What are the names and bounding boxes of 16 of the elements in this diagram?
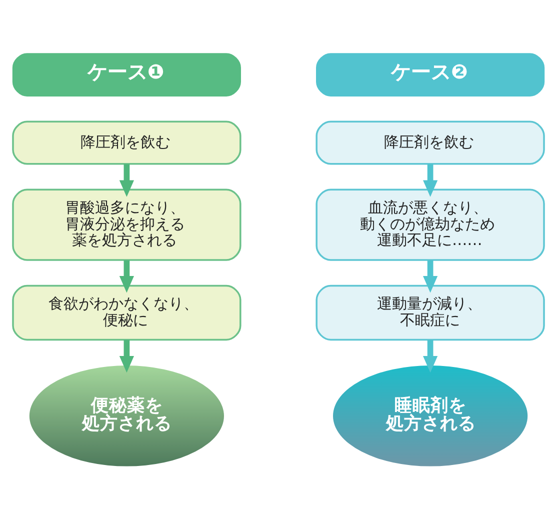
node-box: ケース❶ bbox=[12, 52, 241, 96]
node-box: 胃酸過多になり、胃液分泌を抑える薬を処方される bbox=[12, 188, 242, 260]
arrow bbox=[423, 164, 438, 196]
node-box: 食欲がわかなくなり、便秘に bbox=[12, 284, 242, 340]
node-box: 降圧剤を飲む bbox=[12, 120, 242, 164]
node-box: 血流が悪くなり、動くのが億劫なため運動不足に…… bbox=[316, 188, 545, 260]
node-box: 降圧剤を飲む bbox=[316, 120, 545, 164]
arrow bbox=[423, 339, 438, 372]
node-box: ケース❷ bbox=[316, 52, 545, 96]
node-box: 運動量が減り、不眠症に bbox=[316, 284, 545, 340]
node-ellipse: 睡眠剤を処方される bbox=[333, 365, 528, 466]
arrow bbox=[423, 260, 438, 292]
arrow bbox=[119, 260, 134, 292]
arrow bbox=[119, 339, 134, 372]
node-ellipse: 便秘薬を処方される bbox=[29, 365, 224, 466]
arrow bbox=[119, 164, 134, 196]
